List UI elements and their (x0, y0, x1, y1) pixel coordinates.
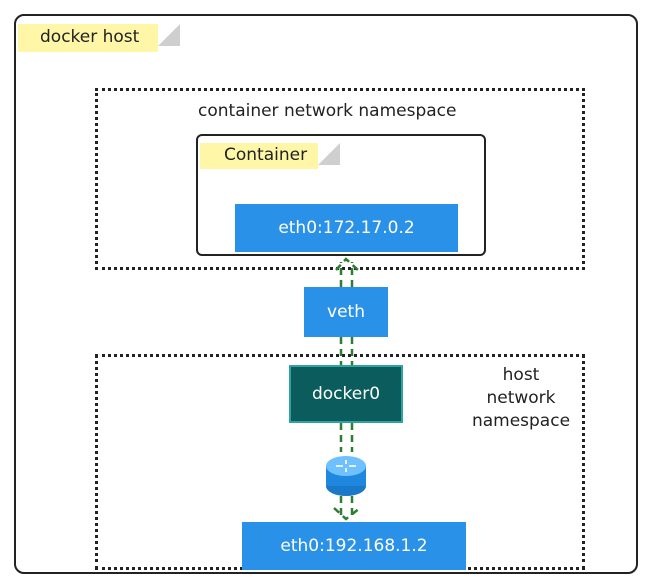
container-eth0-interface: eth0:172.17.0.2 (235, 204, 458, 252)
veth-label: veth (327, 302, 365, 322)
note-fold-icon (158, 24, 180, 46)
docker0-label: docker0 (311, 384, 381, 404)
container-network-namespace-label: container network namespace (198, 101, 457, 121)
container-label: Container (224, 145, 308, 165)
docker-host-label-note: docker host (18, 24, 180, 52)
host-eth0-label: eth0:192.168.1.2 (280, 536, 428, 556)
docker-host-label: docker host (40, 27, 140, 47)
host-ns-line-2: network (486, 388, 556, 408)
host-network-namespace-label: host network namespace (462, 364, 580, 433)
host-eth0-interface: eth0:192.168.1.2 (242, 522, 466, 570)
note-fold-icon (318, 143, 340, 165)
container-label-note: Container (200, 143, 340, 169)
host-ns-line-1: host (502, 365, 540, 385)
docker0-bridge: docker0 (289, 365, 403, 423)
host-ns-line-3: namespace (471, 411, 571, 431)
veth-interface: veth (304, 287, 388, 337)
container-eth0-label: eth0:172.17.0.2 (278, 218, 415, 238)
